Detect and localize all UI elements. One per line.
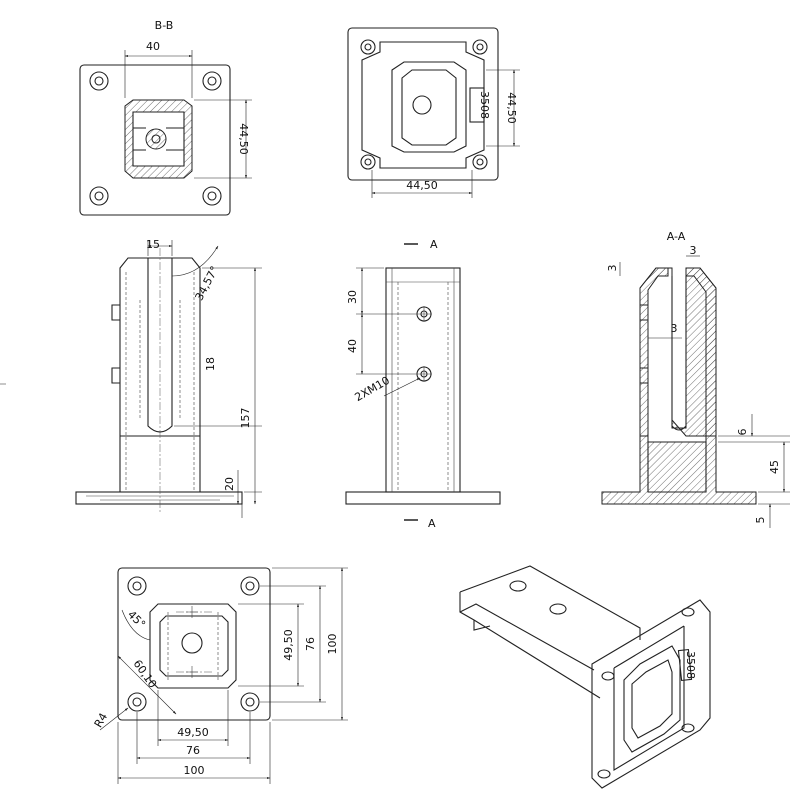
dim-slot: 15 xyxy=(146,238,160,251)
dim-45: 45 xyxy=(768,460,781,474)
dim-base: 20 xyxy=(223,477,236,491)
dim-width: 44,50 xyxy=(406,179,438,192)
side-view: 30 40 2XM10 A A xyxy=(345,238,501,530)
dim-inner-w: 49,50 xyxy=(177,726,209,739)
section-marker-bottom: A xyxy=(428,517,436,530)
dim-radius: R4 xyxy=(92,711,111,730)
section-marker-top: A xyxy=(430,238,438,251)
dim-6: 6 xyxy=(736,429,749,436)
dim-top: 30 xyxy=(346,290,359,304)
dim-mid-h: 76 xyxy=(304,637,317,651)
dim-angle: 45° xyxy=(125,608,148,631)
dim-diag: 60,10 xyxy=(131,657,160,690)
dim-outer-h: 100 xyxy=(326,634,339,655)
dim-width: 40 xyxy=(146,40,160,53)
dim-mid-w: 76 xyxy=(186,744,200,757)
dim-angle: 34,57° xyxy=(192,264,221,303)
dim-height: 44,50 xyxy=(237,123,250,155)
section-aa-view: A-A 3 3 3 6 45 5 xyxy=(601,230,790,528)
front-view: 15 34,57° 157 20 18 xyxy=(75,238,262,518)
top-view: 3508 44,50 44,50 xyxy=(347,27,520,198)
mounting-hole xyxy=(89,71,222,206)
mounting-hole xyxy=(127,576,260,712)
dim-height: 157 xyxy=(239,408,252,429)
section-bb-view: B-B 40 44,50 xyxy=(79,19,252,216)
bottom-view: 49,50 76 100 49,50 76 100 45° 60,10 R4 xyxy=(92,567,348,784)
mounting-hole xyxy=(360,39,488,170)
dim-spacing: 40 xyxy=(346,339,359,353)
dim-wall-mid: 3 xyxy=(671,322,678,335)
dim-wall-left: 3 xyxy=(606,265,619,272)
dim-height: 44,50 xyxy=(505,92,518,124)
isometric-view: 3508 xyxy=(459,565,711,789)
section-aa-title: A-A xyxy=(667,230,686,243)
dim-outer-w: 100 xyxy=(184,764,205,777)
dim-inner-h: 49,50 xyxy=(282,629,295,661)
dim-small-label: 18 xyxy=(204,357,217,371)
section-bb-title: B-B xyxy=(155,19,174,32)
part-marking: 3508 xyxy=(478,91,491,119)
dim-5: 5 xyxy=(754,517,767,524)
dim-wall-top: 3 xyxy=(690,244,697,257)
part-marking: 3508 xyxy=(684,651,697,679)
